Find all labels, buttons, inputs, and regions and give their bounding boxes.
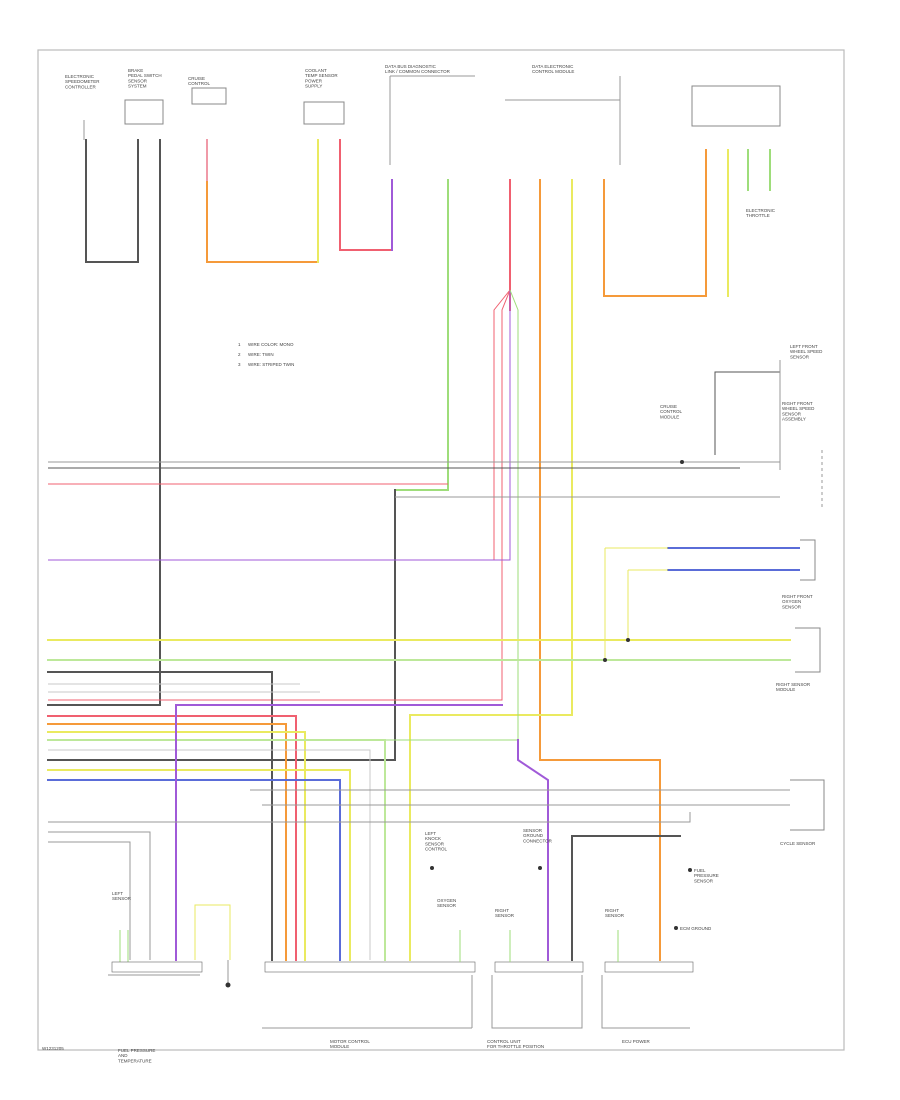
legend-label: WIRE COLOR: MONO (248, 342, 294, 347)
wire-bundle (48, 289, 519, 741)
connector-ecu-power: ECU POWER (601, 975, 690, 1044)
diagram-frame (37, 49, 845, 1051)
wires-top (47, 139, 771, 961)
legend: 1 WIRE COLOR: MONO 2 WIRE: TWIN 3 WIRE: … (238, 342, 294, 367)
pin-rows (111, 961, 694, 973)
wires-harness (47, 671, 790, 961)
component-label: ECU POWER (622, 1039, 651, 1044)
diagram-code: W1231205 (42, 1046, 64, 1051)
legend-label: WIRE: STRIPED TWIN (248, 362, 294, 367)
legend-key: 3 (238, 362, 241, 367)
component-ecu-sensor: ECU SENSOR (691, 85, 781, 127)
component-cycle-sensor: CYCLE SENSOR (780, 779, 825, 846)
legend-key: 2 (238, 352, 241, 357)
component-ecm-ground: ECM GROUND (674, 926, 712, 931)
legend-label: WIRE: TWIN (248, 352, 274, 357)
component-label: ECM GROUND (680, 926, 712, 931)
legend-key: 1 (238, 342, 241, 347)
wires-horizontal (47, 371, 801, 662)
component-label: CYCLE SENSOR (780, 841, 816, 846)
